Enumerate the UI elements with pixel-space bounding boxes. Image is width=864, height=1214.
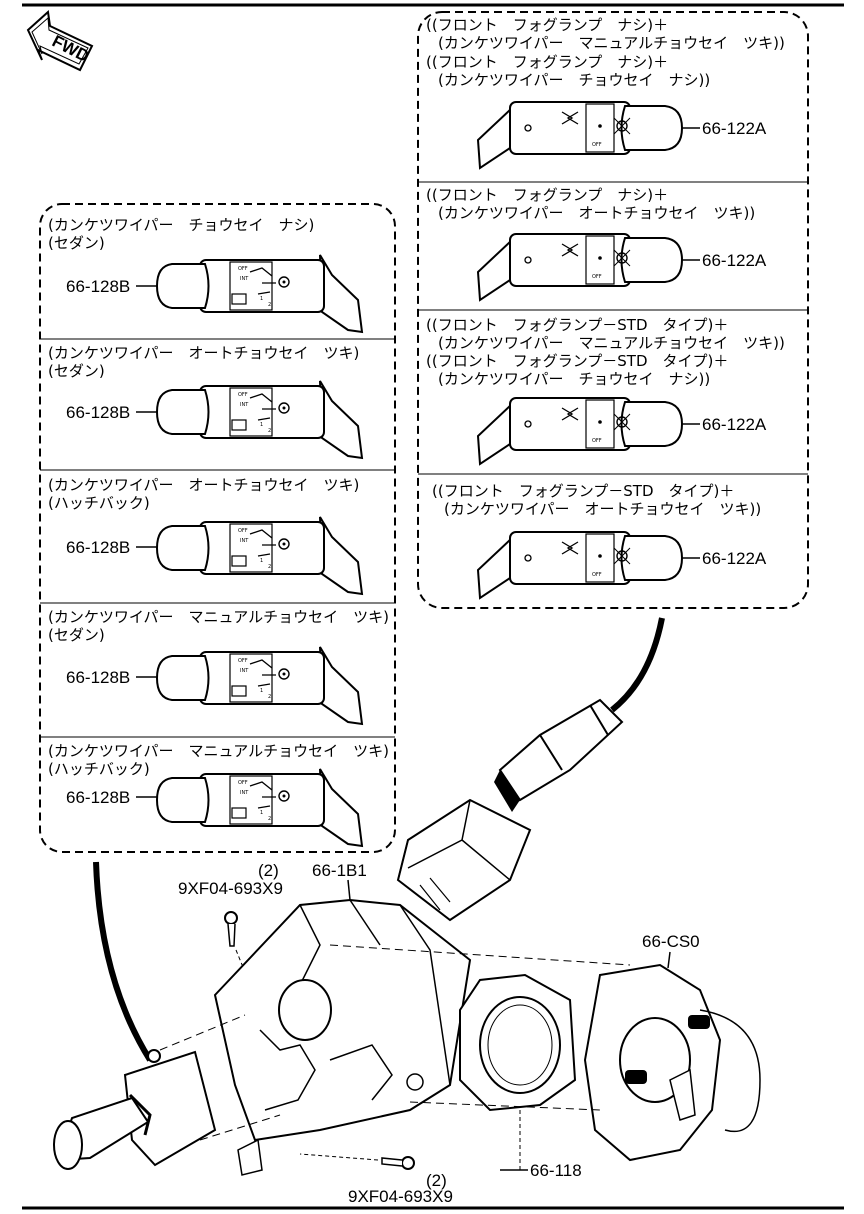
headlight-switch-drawing	[477, 233, 683, 301]
switch-position-mark: OFF	[238, 266, 248, 272]
variant-condition: (セダン)	[48, 234, 105, 252]
part-number: 66-128B	[66, 538, 130, 557]
right-variant-4: ((フロント フォグランプ－STD タイプ)＋ (カンケツワイパー オートチョウ…	[432, 482, 767, 599]
variant-condition: (カンケツワイパー オートチョウセイ ツキ)	[48, 344, 359, 362]
left-panel-frame	[39, 203, 396, 853]
switch-position-mark: INT	[240, 668, 249, 674]
right-variant-panel: ((フロント フォグランプ ナシ)＋ (カンケツワイパー マニュアルチョウセイ …	[417, 11, 809, 609]
callout-screw-bottom-qty: (2)	[426, 1171, 447, 1190]
fwd-arrow-icon: FWD	[26, 10, 94, 72]
turn-wiper-switch-drawing	[156, 254, 363, 333]
callout-screw-top: 9XF04-693X9	[178, 879, 283, 898]
headlight-switch-drawing	[477, 531, 683, 599]
part-number: 66-128B	[66, 403, 130, 422]
variant-condition: (カンケツワイパー オートチョウセイ ツキ))	[438, 204, 755, 222]
part-number: 66-128B	[66, 788, 130, 807]
part-number: 66-122A	[702, 549, 767, 568]
cover-drawing	[459, 973, 577, 1170]
variant-condition: (カンケツワイパー チョウセイ ナシ)	[48, 216, 314, 234]
switch-position-mark: OFF	[238, 528, 248, 534]
part-number: 66-128B	[66, 277, 130, 296]
part-number: 66-122A	[702, 251, 767, 270]
callout-cover: 66-118	[530, 1161, 582, 1180]
alignment-lines	[159, 944, 631, 1141]
callout-clock-spring: 66-CS0	[642, 932, 700, 951]
variant-condition: (ハッチバック)	[48, 760, 150, 778]
callout-screw-top-qty: (2)	[258, 861, 279, 880]
part-number: 66-122A	[702, 415, 767, 434]
screw-bottom-icon	[299, 1153, 415, 1170]
variant-condition: (セダン)	[48, 626, 105, 644]
callout-screw-bottom: 9XF04-693X9	[348, 1187, 453, 1206]
switch-position-mark: OFF	[592, 274, 602, 280]
turn-wiper-lever-drawing	[53, 1049, 217, 1170]
switch-position-mark: 1	[260, 422, 263, 428]
switch-position-mark: 1	[260, 688, 263, 694]
switch-position-mark: OFF	[238, 658, 248, 664]
variant-condition: (カンケツワイパー マニュアルチョウセイ ツキ)	[48, 742, 389, 760]
variant-condition: (カンケツワイパー チョウセイ ナシ))	[438, 71, 710, 89]
variant-condition: ((フロント フォグランプ ナシ)＋	[426, 53, 668, 71]
variant-condition: (カンケツワイパー マニュアルチョウセイ ツキ))	[438, 334, 785, 352]
right-variant-2: ((フロント フォグランプ ナシ)＋ (カンケツワイパー オートチョウセイ ツキ…	[426, 186, 767, 301]
turn-wiper-switch-drawing	[156, 380, 363, 459]
switch-position-mark: OFF	[592, 142, 602, 148]
part-number: 66-128B	[66, 668, 130, 687]
leader-line	[347, 879, 351, 901]
right-panel-pointer	[610, 617, 665, 713]
clock-spring-drawing	[583, 963, 761, 1162]
variant-condition: ((フロント フォグランプ ナシ)＋	[426, 16, 668, 34]
exploded-assembly	[53, 698, 761, 1176]
switch-position-mark: OFF	[238, 392, 248, 398]
variant-condition: (カンケツワイパー マニュアルチョウセイ ツキ)	[48, 608, 389, 626]
variant-condition: ((フロント フォグランプ－STD タイプ)＋	[432, 482, 734, 500]
variant-condition: ((フロント フォグランプ－STD タイプ)＋	[426, 316, 728, 334]
switch-position-mark: INT	[240, 790, 249, 796]
callout-body: 66-1B1	[312, 861, 367, 880]
switch-position-mark: 2	[268, 694, 271, 700]
variant-condition: (ハッチバック)	[48, 494, 150, 512]
left-variant-4: (カンケツワイパー マニュアルチョウセイ ツキ) (セダン) 66-128B	[48, 608, 389, 725]
left-variant-3: (カンケツワイパー オートチョウセイ ツキ) (ハッチバック) 66-128B	[48, 476, 363, 595]
variant-condition: (カンケツワイパー オートチョウセイ ツキ))	[444, 500, 761, 518]
left-panel-pointer	[93, 861, 153, 1062]
switch-position-mark: 2	[268, 816, 271, 822]
right-variant-1: ((フロント フォグランプ ナシ)＋ (カンケツワイパー マニュアルチョウセイ …	[426, 16, 785, 169]
right-variant-3: ((フロント フォグランプ－STD タイプ)＋ (カンケツワイパー マニュアルチ…	[426, 316, 785, 465]
switch-body-drawing	[213, 898, 472, 1176]
switch-position-mark: 2	[268, 564, 271, 570]
switch-position-mark: 1	[260, 558, 263, 564]
variant-condition: (カンケツワイパー マニュアルチョウセイ ツキ))	[438, 34, 785, 52]
left-variant-5: (カンケツワイパー マニュアルチョウセイ ツキ) (ハッチバック) 66-128…	[48, 742, 389, 847]
turn-wiper-switch-drawing	[156, 646, 363, 725]
headlight-lever-drawing	[396, 698, 624, 922]
switch-position-mark: INT	[240, 402, 249, 408]
switch-position-mark: 2	[268, 302, 271, 308]
turn-wiper-switch-drawing	[156, 516, 363, 595]
switch-position-mark: 1	[260, 810, 263, 816]
switch-position-mark: 2	[268, 428, 271, 434]
turn-wiper-switch-drawing	[156, 768, 363, 847]
switch-position-mark: INT	[240, 276, 249, 282]
variant-condition: (カンケツワイパー オートチョウセイ ツキ)	[48, 476, 359, 494]
left-variant-2: (カンケツワイパー オートチョウセイ ツキ) (セダン) 66-128B	[48, 344, 363, 459]
screw-top-icon	[224, 911, 246, 973]
headlight-switch-drawing	[477, 101, 683, 169]
variant-condition: ((フロント フォグランプ－STD タイプ)＋	[426, 352, 728, 370]
switch-position-mark: OFF	[592, 572, 602, 578]
headlight-switch-drawing	[477, 397, 683, 465]
leader-line	[667, 951, 671, 969]
switch-position-mark: 1	[260, 296, 263, 302]
switch-position-mark: OFF	[238, 780, 248, 786]
variant-condition: ((フロント フォグランプ ナシ)＋	[426, 186, 668, 204]
part-number: 66-122A	[702, 119, 767, 138]
left-variant-panel: (カンケツワイパー チョウセイ ナシ) (セダン) 66-128B (カンケツワ…	[39, 203, 396, 853]
left-variant-1: (カンケツワイパー チョウセイ ナシ) (セダン) 66-128B	[48, 216, 363, 333]
switch-position-mark: OFF	[592, 438, 602, 444]
switch-position-mark: INT	[240, 538, 249, 544]
variant-condition: (カンケツワイパー チョウセイ ナシ))	[438, 370, 710, 388]
variant-condition: (セダン)	[48, 362, 105, 380]
